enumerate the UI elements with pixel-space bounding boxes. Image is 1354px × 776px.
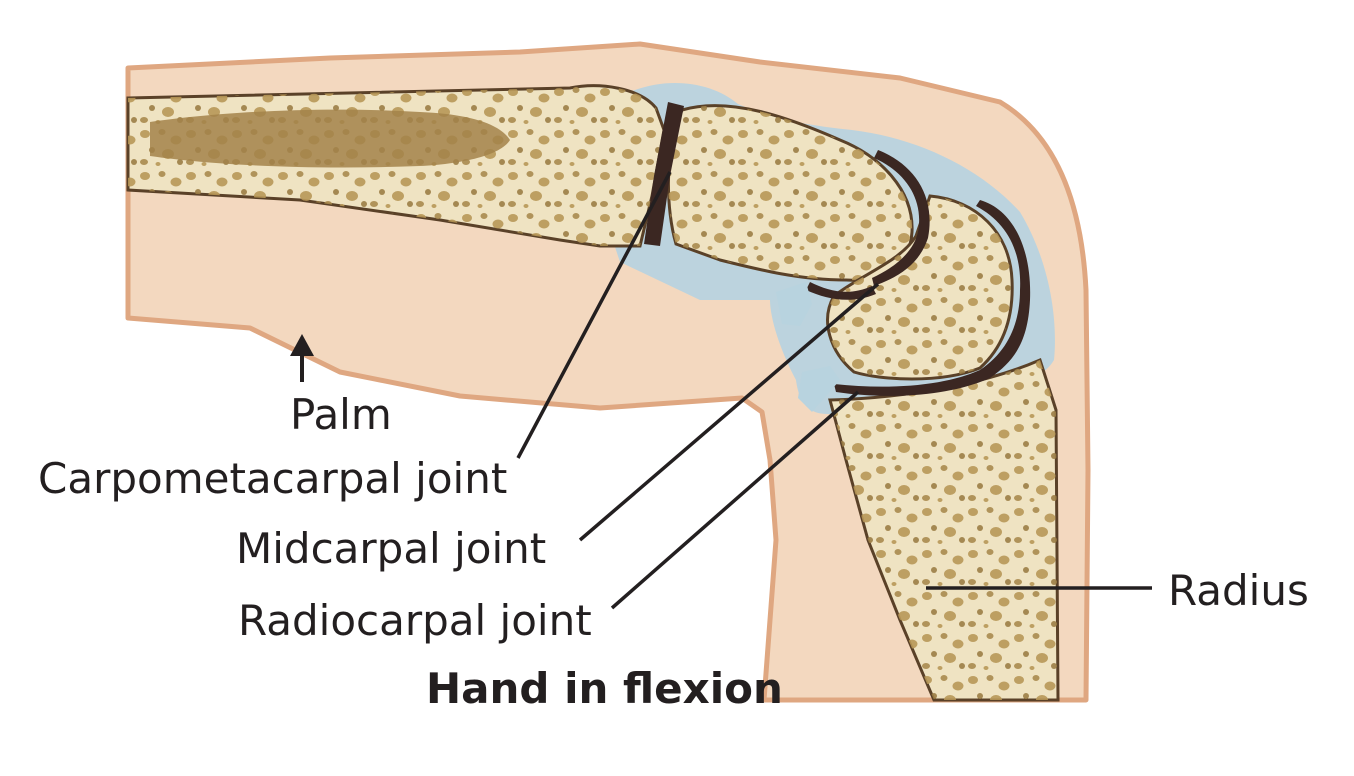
carpometacarpal-joint-label: Carpometacarpal joint — [38, 454, 508, 503]
distal-carpal-spongy-bone — [668, 105, 913, 281]
palm-label: Palm — [290, 390, 392, 439]
midcarpal-leader-line — [578, 282, 880, 542]
carpometacarpal-joint-space — [644, 102, 684, 246]
proximal-carpal-spongy-bone — [827, 196, 1013, 379]
midcarpal-joint-space — [872, 150, 930, 286]
radiocarpal-leader-line — [610, 390, 860, 610]
cartilage-fragment — [798, 366, 840, 412]
midcarpal-joint-label: Midcarpal joint — [236, 524, 547, 573]
radius-spongy-bone — [830, 360, 1058, 700]
figure-caption: Hand in flexion — [426, 664, 783, 713]
palm-arrow-icon — [290, 334, 314, 382]
midcarpal-joint-space-lower — [806, 282, 876, 300]
metacarpal-marrow-cavity — [150, 109, 510, 168]
radiocarpal-joint-label: Radiocarpal joint — [238, 596, 592, 645]
carpometacarpal-leader-line — [516, 171, 672, 459]
cartilage-fragment — [776, 282, 812, 326]
radius-label: Radius — [1168, 566, 1309, 615]
